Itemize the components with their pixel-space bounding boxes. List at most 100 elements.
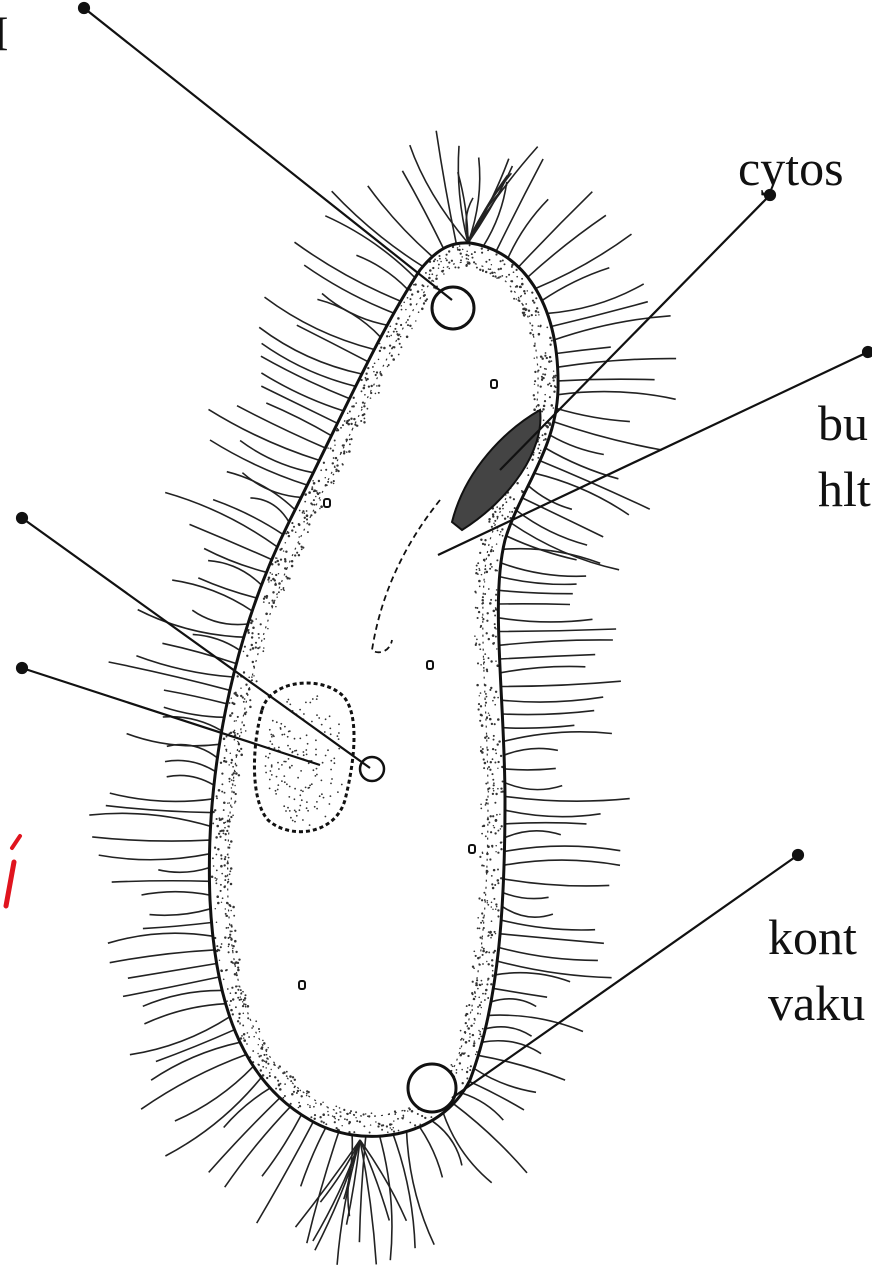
- stipple-dot: [495, 793, 497, 795]
- stipple-dot: [497, 761, 499, 763]
- stipple-dot: [338, 732, 340, 734]
- stipple-dot: [252, 661, 254, 663]
- stipple-dot: [271, 599, 273, 601]
- stipple-dot: [244, 712, 247, 715]
- stipple-dot: [230, 867, 233, 870]
- stipple-dot: [299, 794, 301, 796]
- stipple-dot: [243, 724, 245, 726]
- stipple-dot: [242, 991, 244, 993]
- stipple-dot: [497, 915, 499, 917]
- stipple-dot: [479, 569, 481, 571]
- stipple-dot: [218, 833, 220, 835]
- stipple-dot: [220, 884, 222, 886]
- stipple-dot: [480, 985, 482, 987]
- stipple-dot: [327, 481, 329, 483]
- stipple-dot: [237, 1020, 239, 1022]
- stipple-dot: [225, 913, 227, 915]
- stipple-dot: [538, 325, 540, 327]
- stipple-dot: [230, 762, 232, 764]
- stipple-dot: [308, 491, 311, 494]
- stipple-dot: [338, 723, 340, 725]
- stipple-dot: [350, 438, 352, 440]
- stipple-dot: [333, 758, 335, 760]
- stipple-dot: [502, 535, 504, 537]
- stipple-dot: [325, 816, 327, 818]
- stipple-dot: [330, 783, 332, 785]
- stipple-dot: [488, 638, 490, 640]
- stipple-dot: [302, 819, 304, 821]
- stipple-dot: [525, 303, 527, 305]
- stipple-dot: [486, 870, 489, 873]
- stipple-dot: [338, 748, 340, 750]
- stipple-dot: [554, 375, 556, 377]
- stipple-dot: [214, 877, 216, 879]
- stipple-dot: [494, 884, 496, 886]
- stipple-dot: [337, 791, 339, 793]
- stipple-dot: [229, 1004, 231, 1006]
- stipple-dot: [486, 735, 488, 737]
- stipple-dot: [307, 531, 309, 533]
- stipple-dot: [515, 286, 517, 288]
- stipple-dot: [401, 309, 403, 311]
- stipple-dot: [232, 766, 234, 768]
- stipple-dot: [355, 1111, 357, 1113]
- stipple-dot: [489, 259, 491, 261]
- cilium: [554, 316, 670, 340]
- stipple-dot: [337, 429, 339, 431]
- stipple-dot: [482, 616, 484, 618]
- stipple-dot: [481, 603, 483, 605]
- stipple-dot: [534, 398, 536, 400]
- stipple-dot: [485, 702, 487, 704]
- stipple-dot: [321, 724, 323, 726]
- stipple-dot: [487, 978, 489, 980]
- stipple-dot: [496, 589, 498, 591]
- stipple-dot: [374, 362, 376, 364]
- stipple-dot: [298, 1102, 300, 1104]
- stipple-dot: [540, 385, 542, 387]
- stipple-dot: [485, 693, 487, 695]
- stipple-dot: [491, 264, 492, 265]
- stipple-dot: [235, 985, 237, 987]
- stipple-dot: [494, 950, 496, 952]
- stipple-dot: [497, 869, 499, 871]
- stipple-dot: [275, 1088, 277, 1090]
- stipple-dot: [535, 310, 538, 313]
- stipple-dot: [380, 346, 382, 348]
- stipple-dot: [502, 259, 504, 261]
- stipple-dot: [486, 961, 487, 962]
- stipple-dot: [477, 662, 479, 664]
- stipple-dot: [472, 1034, 474, 1036]
- stipple-dot: [497, 882, 499, 884]
- cilium: [210, 440, 307, 485]
- stipple-dot: [248, 676, 250, 678]
- stipple-dot: [297, 754, 299, 756]
- stipple-dot: [309, 785, 311, 787]
- stipple-dot: [477, 957, 480, 960]
- stipple-dot: [538, 452, 540, 454]
- stipple-dot: [225, 875, 227, 877]
- stipple-dot: [491, 906, 493, 908]
- stipple-dot: [479, 269, 481, 271]
- stipple-dot: [484, 593, 486, 595]
- stipple-dot: [490, 761, 492, 763]
- cilium: [143, 990, 222, 1006]
- stipple-dot: [294, 1087, 296, 1089]
- cilium: [508, 199, 548, 258]
- stipple-dot: [505, 501, 507, 503]
- stipple-dot: [267, 579, 269, 581]
- stipple-dot: [221, 783, 223, 785]
- stipple-dot: [469, 1033, 471, 1035]
- stipple-dot: [230, 1000, 232, 1002]
- stipple-dot: [481, 574, 483, 576]
- cilium: [167, 775, 214, 785]
- stipple-dot: [222, 897, 224, 899]
- food-vacuoles: [299, 380, 497, 989]
- stipple-dot: [409, 1122, 411, 1124]
- stipple-dot: [544, 438, 546, 440]
- stipple-dot: [278, 768, 280, 770]
- stipple-dot: [246, 655, 248, 657]
- stipple-dot: [488, 951, 490, 953]
- stipple-dot: [363, 1113, 365, 1115]
- stipple-dot: [335, 1112, 337, 1114]
- stipple-dot: [237, 969, 240, 972]
